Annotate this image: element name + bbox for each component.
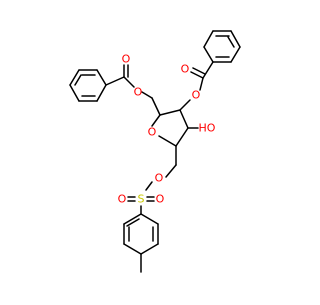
bond — [96, 84, 107, 102]
bond — [69, 84, 80, 102]
bond — [96, 69, 107, 86]
molecule-structure: O O O O O HO O S O O — [0, 0, 300, 300]
aromatic-bond — [227, 36, 235, 48]
bond — [140, 243, 159, 255]
bond — [230, 46, 241, 63]
bond — [140, 213, 159, 225]
background — [0, 0, 300, 300]
sulfonyl-oxygen-left: O — [118, 193, 127, 206]
bond — [145, 181, 153, 191]
molecule-drawing: O O O O O HO O S O O — [0, 0, 300, 300]
bond — [123, 213, 142, 225]
bond — [123, 76, 135, 88]
bond — [175, 127, 189, 147]
hydroxyl-group: HO — [199, 122, 216, 135]
carbonyl-oxygen-left: O — [122, 53, 131, 66]
bonds — [69, 30, 241, 273]
bond — [69, 69, 80, 86]
bond — [190, 71, 204, 79]
bond — [192, 67, 206, 75]
sulfur-atom: S — [138, 193, 145, 206]
ring-oxygen: O — [148, 126, 157, 139]
ester-oxygen-right: O — [192, 89, 201, 102]
bond — [151, 97, 161, 116]
atom-labels: O O O O O HO O S O O — [118, 53, 216, 206]
bond — [141, 91, 153, 99]
bond — [123, 243, 142, 255]
bond — [179, 109, 189, 129]
bond — [159, 109, 181, 116]
bond — [203, 30, 214, 48]
sulfonyl-oxygen-right: O — [156, 193, 165, 206]
bond — [158, 135, 177, 147]
aromatic-bond — [74, 74, 82, 86]
bond — [165, 164, 177, 178]
bond — [105, 76, 125, 86]
bond — [199, 77, 204, 91]
bond — [179, 99, 191, 111]
carbonyl-oxygen-right: O — [181, 63, 190, 76]
ester-oxygen-left: O — [134, 86, 143, 99]
bond — [230, 30, 241, 48]
bond — [202, 61, 214, 79]
bond — [151, 114, 161, 127]
bond — [203, 46, 214, 63]
tosylate-link-oxygen: O — [155, 172, 164, 185]
aromatic-bond — [126, 218, 140, 227]
